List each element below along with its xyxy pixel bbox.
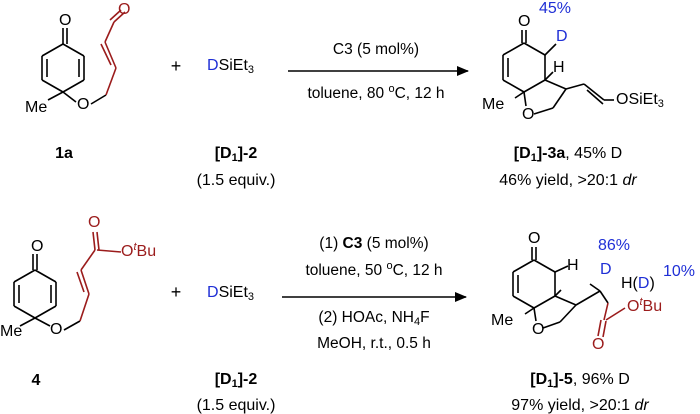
sm2-carbonyl-o: O <box>31 238 44 255</box>
prod-5-structure <box>512 247 626 338</box>
plus-sign-1: + <box>170 56 182 76</box>
prod1-deuterium-pct: 45% <box>539 0 572 17</box>
reagent2-label: [D1]-2 <box>214 371 258 390</box>
sm2-ether-o: O <box>50 321 63 338</box>
prod2-ester-tbu: OtBu <box>627 296 663 315</box>
sm2-ester-carbonyl-o: O <box>88 214 101 231</box>
reaction2-step2-conditions: MeOH, r.t., 0.5 h <box>317 335 431 352</box>
sm1-aldehyde-o: O <box>118 1 131 18</box>
reaction1-catalyst: C3 (5 mol%) <box>332 41 420 58</box>
prod2-methyl: Me <box>491 312 514 329</box>
sm2-compound-label: 4 <box>31 372 41 389</box>
plus-sign-2: + <box>170 282 182 302</box>
sm1-methyl: Me <box>25 99 48 116</box>
prod1-yield: 46% yield, >20:1 dr <box>499 172 637 189</box>
prod2-ester-carbonyl-o: O <box>592 336 605 353</box>
reaction2-step1-catalyst: (1) C3 (5 mol%) <box>319 235 429 252</box>
reaction1-conditions: toluene, 80 oC, 12 h <box>307 83 445 102</box>
prod2-compound-label: [D1]-5, 96% D <box>530 371 630 390</box>
reagent2-dsiet3: DSiEt3 <box>207 284 255 303</box>
prod1-compound-label: [D1]-3a, 45% D <box>513 145 623 164</box>
reagent1-equiv: (1.5 equiv.) <box>196 172 276 189</box>
reagent1-label: [D1]-2 <box>214 145 258 164</box>
prod1-methyl: Me <box>482 96 505 113</box>
reagent1-dsiet3: DSiEt3 <box>207 57 255 76</box>
prod1-deuterium-atom: D <box>556 28 568 45</box>
sm-4-structure <box>13 231 122 331</box>
prod2-yield: 97% yield, >20:1 dr <box>511 397 649 414</box>
sm1-carbonyl-o: O <box>59 12 72 29</box>
sm1-compound-label: 1a <box>55 145 73 162</box>
prod1-silyl-ether: OSiEt3 <box>616 91 664 110</box>
prod1-carbonyl-o: O <box>518 13 531 30</box>
sm2-ester-tbu: OtBu <box>121 241 157 260</box>
reaction2-step1-conditions: toluene, 50 oC, 12 h <box>305 260 443 279</box>
prod2-ring-o: O <box>532 321 545 338</box>
prod2-ring-hydrogen: H <box>567 257 579 274</box>
prod-3a-structure <box>502 30 614 115</box>
reagent2-equiv: (1.5 equiv.) <box>196 397 276 414</box>
prod2-deuterium-atom: D <box>600 261 612 278</box>
prod1-ring-o: O <box>522 106 535 123</box>
sm1-ether-o: O <box>77 96 90 113</box>
sm-1a-structure <box>41 9 126 105</box>
reaction2-step2-reagents: (2) HOAc, NH4F <box>318 309 430 328</box>
prod2-h-d-pct: 10% <box>663 263 696 280</box>
prod2-carbonyl-o: O <box>528 230 541 247</box>
prod1-hydrogen: H <box>553 59 565 76</box>
prod2-h-d-position: H(D) <box>621 275 655 292</box>
prod2-deuterium-pct: 86% <box>598 237 631 254</box>
sm2-methyl: Me <box>0 323 23 340</box>
